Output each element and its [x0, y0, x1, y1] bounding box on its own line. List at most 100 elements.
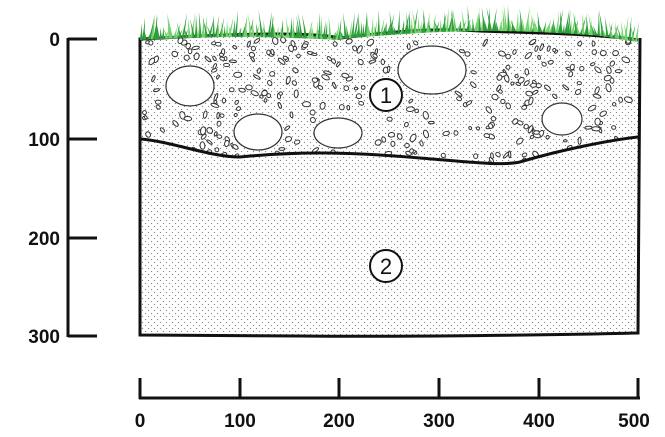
pebble	[545, 135, 550, 140]
pebble	[360, 85, 366, 90]
grass-blade	[244, 22, 248, 37]
pebble	[289, 111, 294, 119]
pebble	[514, 73, 519, 79]
pebble	[345, 38, 353, 45]
grass-blade	[456, 20, 461, 32]
pebble	[235, 106, 242, 111]
grass-blade	[416, 16, 420, 34]
pebble	[521, 152, 528, 158]
pebble	[155, 104, 161, 110]
pebble	[332, 41, 338, 47]
grass-blade	[291, 17, 295, 38]
cobble	[233, 113, 283, 151]
grass-blade	[221, 22, 224, 38]
grass-blade	[498, 17, 503, 31]
pebble	[496, 84, 502, 92]
pebble	[321, 74, 330, 81]
grass-blade	[451, 9, 455, 32]
grass-blade	[216, 18, 220, 38]
pebble	[153, 88, 160, 93]
pebble	[292, 45, 298, 51]
pebble	[465, 100, 473, 106]
grass-blade	[581, 12, 585, 35]
grass-blade	[150, 13, 155, 40]
pebble	[343, 85, 350, 92]
pebble	[487, 123, 494, 129]
grass-blade	[167, 15, 174, 39]
pebble	[475, 126, 481, 131]
grass-blade	[480, 21, 484, 31]
distance-tick-label-500: 500	[618, 411, 650, 432]
grass-blade	[628, 16, 632, 41]
grass-blade	[471, 18, 475, 32]
pebble	[611, 125, 617, 130]
pebble	[512, 49, 517, 55]
grass-blade	[412, 9, 418, 34]
grass-blade	[510, 19, 517, 32]
grass-blade	[392, 25, 398, 35]
pebble	[591, 49, 598, 55]
pebble	[311, 52, 318, 56]
pebble	[546, 45, 551, 52]
grass-blade	[408, 10, 411, 34]
pebble	[213, 93, 219, 102]
pebble	[284, 125, 291, 131]
pebble	[440, 152, 446, 158]
pebble	[409, 133, 417, 143]
layer-label-1: 1	[369, 78, 403, 112]
grass-blade	[524, 5, 530, 32]
pebble	[618, 96, 623, 103]
grass-blade	[248, 13, 253, 37]
grass-blade	[207, 17, 215, 38]
grass-blade	[343, 12, 347, 39]
grass-blade	[507, 4, 510, 32]
pebble	[521, 105, 528, 110]
grass-blade	[295, 23, 299, 39]
pebble	[516, 137, 524, 145]
grass-blade	[196, 26, 200, 38]
grass-blade	[466, 12, 473, 32]
grass-blade	[272, 21, 277, 38]
grass-blade	[348, 20, 352, 39]
pebble	[458, 49, 466, 54]
pebble	[285, 75, 291, 85]
pebble	[311, 77, 319, 83]
pebble	[591, 126, 601, 132]
grass-blade	[483, 16, 488, 31]
grass-blade	[585, 12, 589, 35]
pebble	[547, 59, 554, 65]
grass-blade	[322, 20, 326, 40]
grass-blade	[559, 9, 563, 34]
pebble	[621, 56, 631, 64]
pebble	[277, 101, 282, 109]
grass-blade	[315, 20, 319, 39]
pebble	[282, 55, 288, 61]
pebble	[490, 152, 494, 160]
pebble	[529, 134, 535, 140]
grass-blade	[383, 21, 387, 36]
pebble	[490, 115, 497, 122]
pebble	[414, 108, 420, 114]
pebble	[148, 40, 154, 46]
grass-blade	[198, 11, 202, 38]
pebble	[482, 38, 488, 47]
grass-blade	[438, 19, 442, 32]
pebble	[372, 53, 378, 59]
pebble	[185, 42, 192, 50]
pebble	[206, 127, 214, 134]
grass-blade	[181, 12, 187, 39]
pebble	[172, 120, 179, 127]
grass-blade	[328, 16, 332, 40]
distance-axis: 0 100 200 300 400 500	[135, 378, 650, 432]
grass-blade	[474, 12, 479, 32]
pebble	[495, 151, 501, 158]
grass-blade	[500, 21, 504, 32]
pebble	[228, 59, 237, 64]
pebble	[569, 63, 575, 71]
pebble	[253, 74, 261, 80]
grass-blade	[405, 12, 409, 34]
pebble	[206, 139, 213, 145]
grass-blade	[201, 15, 204, 38]
pebble	[291, 80, 297, 86]
pebble	[293, 139, 301, 145]
